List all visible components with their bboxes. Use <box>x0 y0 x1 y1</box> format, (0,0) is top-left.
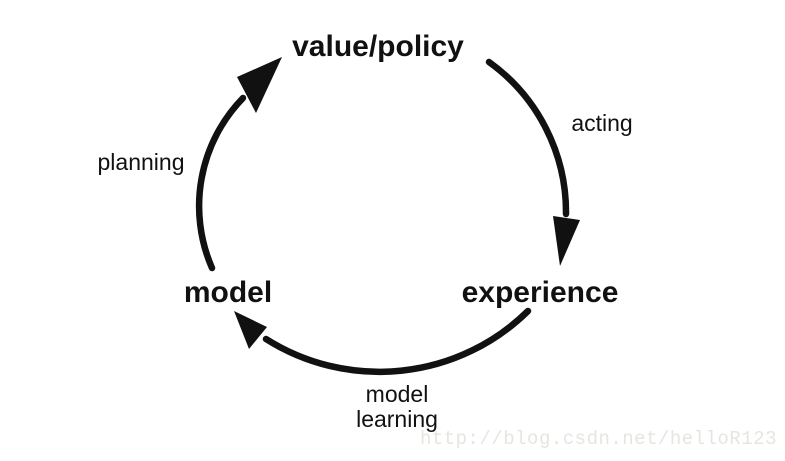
edge-label-model-learning-line1: model <box>365 381 429 407</box>
model-learning-arrow <box>234 307 532 376</box>
watermark-url: http://blog.csdn.net/helloR123 <box>419 428 777 450</box>
acting-arrow <box>485 58 580 266</box>
planning-arrow <box>195 57 282 272</box>
planning-arrow-shaft <box>195 94 247 272</box>
acting-arrowhead-icon <box>553 216 580 266</box>
acting-arrow-shaft <box>485 58 570 218</box>
node-experience: experience <box>461 276 619 309</box>
edge-label-acting: acting <box>571 110 633 136</box>
model-learning-arrowhead-icon <box>234 311 267 349</box>
edge-label-model-learning-line2: learning <box>356 405 438 432</box>
edge-label-planning: planning <box>97 149 185 175</box>
node-value-policy: value/policy <box>292 30 464 63</box>
model-learning-arrow-shaft <box>262 307 532 376</box>
node-model: model <box>183 276 273 309</box>
planning-arrowhead-icon <box>237 57 282 113</box>
edge-label-model-learning: model learning <box>356 382 438 432</box>
